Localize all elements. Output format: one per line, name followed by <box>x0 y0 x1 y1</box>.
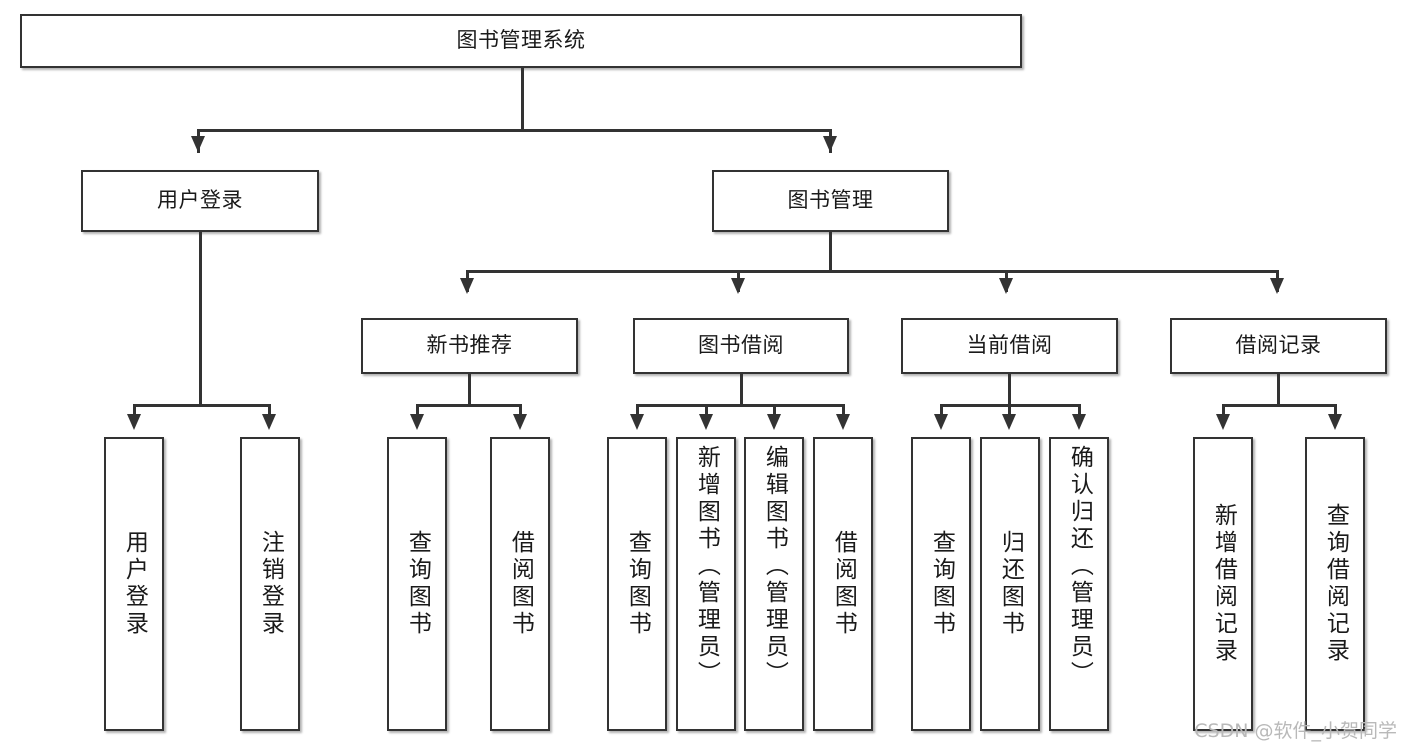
watermark-text: CSDN @软件_小贺同学 <box>1194 720 1397 742</box>
arrowhead-to-book-management <box>823 136 837 152</box>
arrowhead-to-book-borrow <box>731 278 745 294</box>
node-book-borrow[interactable]: 图书借阅 <box>633 318 849 374</box>
node-label: 图书管理系统 <box>456 28 586 53</box>
arrowhead-book-borrow-leaf2 <box>699 414 713 430</box>
node-borrow-record[interactable]: 借阅记录 <box>1170 318 1387 374</box>
node-user-login[interactable]: 用户登录 <box>81 170 319 232</box>
leaf-label: 确认归还（管理员） <box>1066 445 1093 688</box>
leaf-user-login[interactable]: 用户登录 <box>104 437 164 731</box>
leaf-label: 新增图书（管理员） <box>693 445 720 688</box>
leaf-label: 新增借阅记录 <box>1210 503 1237 665</box>
arrowhead-new-book-leaf2 <box>513 414 527 430</box>
arrowhead-book-borrow-leaf4 <box>836 414 850 430</box>
leaf-edit-book-admin[interactable]: 编辑图书（管理员） <box>744 437 804 731</box>
node-label: 当前借阅 <box>966 333 1053 358</box>
arrowhead-current-borrow-leaf3 <box>1072 414 1086 430</box>
leaf-label: 查询图书 <box>624 530 651 638</box>
connector-level2-bus <box>197 129 831 132</box>
leaf-label: 查询图书 <box>404 530 431 638</box>
leaf-logout[interactable]: 注销登录 <box>240 437 300 731</box>
leaf-label: 用户登录 <box>121 530 148 638</box>
connector-new-book-bus <box>416 404 521 407</box>
node-label: 图书管理 <box>787 188 874 213</box>
connector-book-borrow-bus <box>636 404 844 407</box>
leaf-add-book-admin[interactable]: 新增图书（管理员） <box>676 437 736 731</box>
node-label: 图书借阅 <box>698 333 784 358</box>
node-new-book-recommend[interactable]: 新书推荐 <box>361 318 578 374</box>
leaf-label: 归还图书 <box>997 530 1024 638</box>
node-label: 借阅记录 <box>1235 333 1322 358</box>
arrowhead-to-new-book-recommend <box>460 278 474 294</box>
connector-book-management-stem <box>829 232 832 272</box>
arrowhead-to-borrow-record <box>1270 278 1284 294</box>
connector-current-borrow-stem <box>1008 374 1011 406</box>
arrowhead-user-login-leaf2 <box>262 414 276 430</box>
connector-borrow-record-stem <box>1277 374 1280 406</box>
leaf-borrow-book-recommend[interactable]: 借阅图书 <box>490 437 550 731</box>
leaf-label: 编辑图书（管理员） <box>761 445 788 688</box>
arrowhead-current-borrow-leaf1 <box>934 414 948 430</box>
arrowhead-user-login-leaf1 <box>127 414 141 430</box>
leaf-add-borrow-record[interactable]: 新增借阅记录 <box>1193 437 1253 731</box>
leaf-return-book[interactable]: 归还图书 <box>980 437 1040 731</box>
leaf-label: 查询借阅记录 <box>1322 503 1349 665</box>
connector-user-login-bus <box>133 404 270 407</box>
arrowhead-to-current-borrow <box>999 278 1013 294</box>
connector-borrow-record-bus <box>1222 404 1336 407</box>
connector-user-login-stem <box>199 232 202 406</box>
leaf-label: 借阅图书 <box>830 530 857 638</box>
node-label: 新书推荐 <box>426 333 513 358</box>
node-current-borrow[interactable]: 当前借阅 <box>901 318 1118 374</box>
leaf-label: 注销登录 <box>257 530 284 638</box>
connector-root-stem <box>521 68 524 130</box>
leaf-query-book-borrow[interactable]: 查询图书 <box>607 437 667 731</box>
arrowhead-book-borrow-leaf3 <box>767 414 781 430</box>
node-root-book-management-system[interactable]: 图书管理系统 <box>20 14 1022 68</box>
arrowhead-to-user-login <box>191 136 205 152</box>
leaf-label: 查询图书 <box>928 530 955 638</box>
leaf-query-book-recommend[interactable]: 查询图书 <box>387 437 447 731</box>
leaf-query-book-current[interactable]: 查询图书 <box>911 437 971 731</box>
arrowhead-book-borrow-leaf1 <box>630 414 644 430</box>
arrowhead-current-borrow-leaf2 <box>1002 414 1016 430</box>
leaf-label: 借阅图书 <box>507 530 534 638</box>
connector-book-borrow-stem <box>740 374 743 406</box>
arrowhead-new-book-leaf1 <box>410 414 424 430</box>
node-book-management[interactable]: 图书管理 <box>712 170 949 232</box>
leaf-borrow-book[interactable]: 借阅图书 <box>813 437 873 731</box>
connector-new-book-stem <box>468 374 471 406</box>
arrowhead-borrow-record-leaf2 <box>1328 414 1342 430</box>
leaf-query-borrow-record[interactable]: 查询借阅记录 <box>1305 437 1365 731</box>
leaf-confirm-return-admin[interactable]: 确认归还（管理员） <box>1049 437 1109 731</box>
arrowhead-borrow-record-leaf1 <box>1216 414 1230 430</box>
node-label: 用户登录 <box>157 188 243 213</box>
connector-level3-bus <box>466 270 1278 273</box>
